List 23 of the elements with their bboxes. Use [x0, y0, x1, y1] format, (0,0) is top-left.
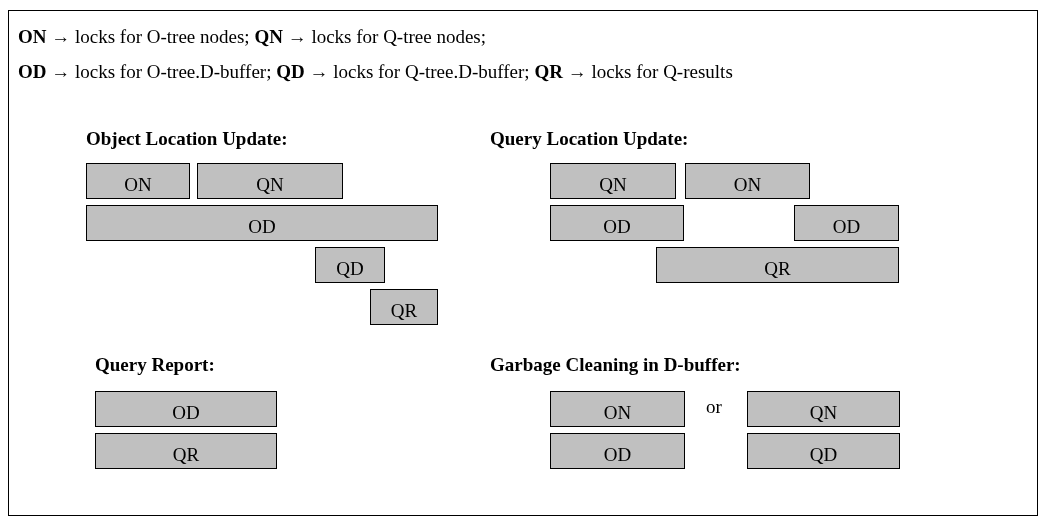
section-heading: Query Report: [95, 354, 215, 376]
section-heading: Object Location Update: [86, 128, 288, 150]
section-heading: Garbage Cleaning in D-buffer: [490, 354, 741, 376]
lock-bar: QN [550, 163, 676, 199]
lock-bar: OD [86, 205, 438, 241]
lock-bar: OD [550, 205, 684, 241]
lock-bar: QN [747, 391, 900, 427]
lock-bar: QR [95, 433, 277, 469]
lock-bar: QD [747, 433, 900, 469]
section-heading: Query Location Update: [490, 128, 689, 150]
legend-line: OD → locks for O-tree.D-buffer; QD → locks for Q-tree.D-buffer; QR → locks for Q-results [18, 61, 733, 83]
lock-bar: QR [656, 247, 899, 283]
lock-bar: OD [550, 433, 685, 469]
lock-bar: OD [794, 205, 899, 241]
lock-bar: QR [370, 289, 438, 325]
separator-word: or [706, 396, 722, 418]
lock-bar: OD [95, 391, 277, 427]
lock-bar: QN [197, 163, 343, 199]
lock-bar: ON [86, 163, 190, 199]
lock-bar: QD [315, 247, 385, 283]
lock-bar: ON [685, 163, 810, 199]
legend-line: ON → locks for O-tree nodes; QN → locks for Q-tree nodes; [18, 26, 487, 48]
lock-bar: ON [550, 391, 685, 427]
